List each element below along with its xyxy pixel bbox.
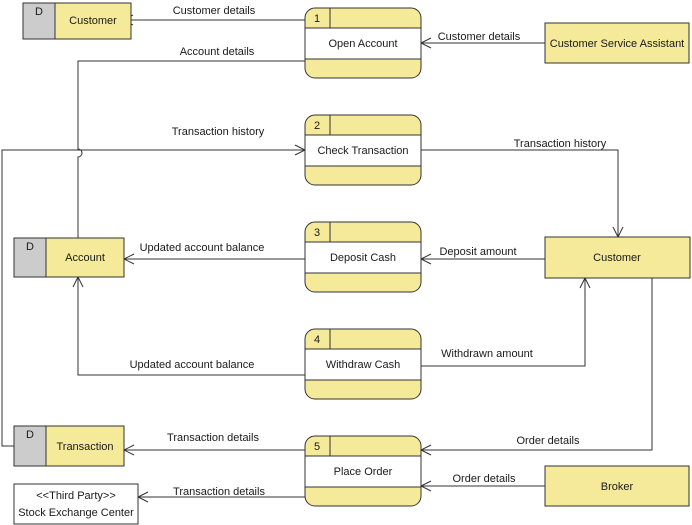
flow-label: Transaction history — [514, 138, 607, 150]
data-store-account[interactable]: D Account — [13, 237, 125, 278]
store-name-cell — [54, 2, 132, 40]
process-4[interactable]: 4 Withdraw Cash — [304, 328, 422, 400]
process-number: 1 — [314, 13, 320, 25]
store-name: Account — [65, 252, 105, 264]
entity-box — [13, 483, 139, 525]
flow-label: Order details — [517, 435, 580, 447]
flow-line[interactable] — [421, 278, 586, 367]
flow-line[interactable] — [421, 278, 653, 451]
process-name: Open Account — [328, 38, 397, 50]
entity-box — [544, 465, 690, 507]
store-name-cell — [45, 425, 125, 467]
flow-line[interactable] — [421, 149, 619, 237]
flow-label: Transaction details — [167, 432, 259, 444]
process-2[interactable]: 2 Check Transaction — [304, 114, 422, 186]
flow-label: Account details — [180, 46, 255, 58]
entity-stereotype: <<Third Party>> — [36, 490, 116, 502]
store-name: Customer — [69, 15, 117, 27]
process-number: 2 — [314, 120, 320, 132]
entity-name: Customer — [593, 252, 641, 264]
flow-label: Withdrawn amount — [441, 348, 533, 360]
flow-label: Customer details — [173, 5, 256, 17]
process-5[interactable]: 5 Place Order — [304, 435, 422, 507]
flow-label: Deposit amount — [439, 246, 516, 258]
process-3[interactable]: 3 Deposit Cash — [304, 221, 422, 293]
flow-labels: Customer details Customer details Accoun… — [130, 5, 607, 498]
data-store-customer[interactable]: D Customer — [22, 2, 132, 40]
process-number: 4 — [314, 334, 320, 346]
flow-label: Order details — [453, 473, 516, 485]
flow-lines — [1, 14, 653, 503]
entity-stock-exchange-center[interactable]: <<Third Party>> Stock Exchange Center — [13, 483, 139, 525]
store-name: Transaction — [56, 441, 113, 453]
process-name-band — [304, 27, 422, 60]
process-name-band — [304, 241, 422, 274]
store-id: D — [35, 6, 43, 18]
entity-name: Stock Exchange Center — [18, 507, 134, 519]
process-number: 5 — [314, 441, 320, 453]
flow-line[interactable] — [77, 277, 305, 376]
store-id-cell — [13, 237, 47, 278]
store-name-cell — [45, 237, 125, 278]
flow-label: Updated account balance — [140, 242, 265, 254]
flow-label: Transaction history — [172, 126, 265, 138]
entity-name: Customer Service Assistant — [550, 38, 685, 50]
process-1[interactable]: 1 Open Account — [304, 7, 422, 79]
store-id-cell — [13, 425, 47, 467]
store-id-cell — [22, 2, 56, 40]
process-name: Deposit Cash — [330, 252, 396, 264]
process-number: 3 — [314, 227, 320, 239]
process-name-band — [304, 455, 422, 488]
process-name: Place Order — [334, 466, 393, 478]
data-store-transaction[interactable]: D Transaction — [13, 425, 125, 467]
store-id: D — [26, 429, 34, 441]
flow-label: Transaction details — [173, 486, 265, 498]
flow-label: Customer details — [438, 31, 521, 43]
process-name-band — [304, 134, 422, 167]
process-name-band — [304, 348, 422, 381]
process-name: Check Transaction — [317, 145, 408, 157]
entity-customer[interactable]: Customer — [544, 236, 691, 279]
entity-broker[interactable]: Broker — [544, 465, 690, 507]
entity-name: Broker — [601, 481, 634, 493]
flow-label: Updated account balance — [130, 359, 255, 371]
store-id: D — [26, 241, 34, 253]
entity-box — [544, 236, 691, 279]
entity-box — [544, 22, 690, 64]
process-name: Withdraw Cash — [326, 359, 401, 371]
entity-customer-service-assistant[interactable]: Customer Service Assistant — [544, 22, 690, 64]
flow-line[interactable] — [77, 60, 305, 265]
flow-line[interactable] — [1, 149, 305, 447]
